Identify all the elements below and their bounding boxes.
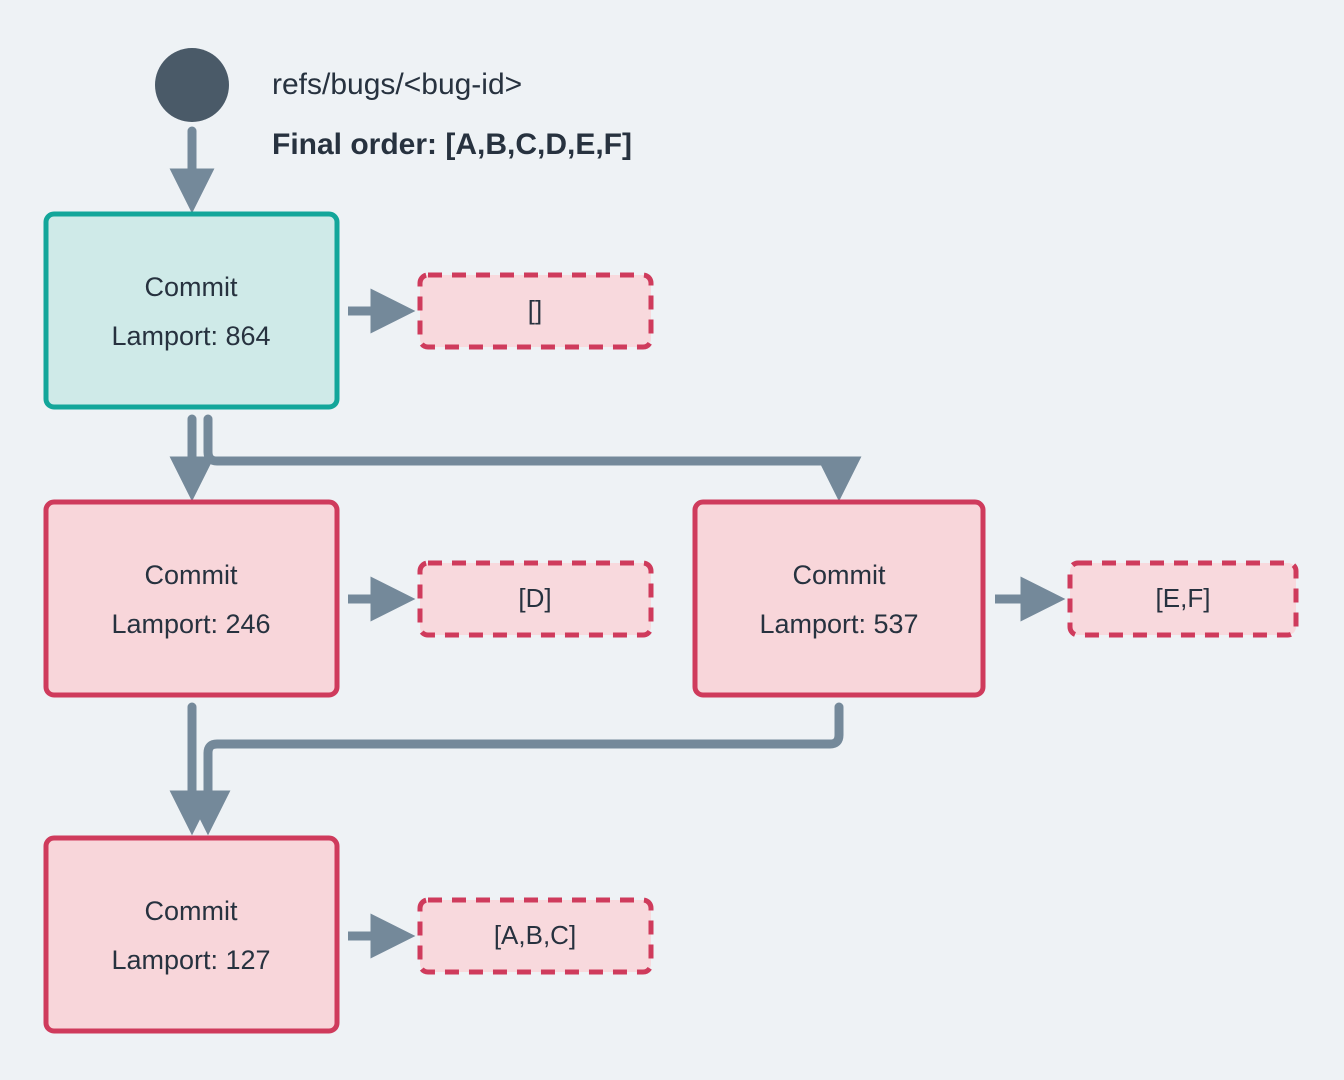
final-order-label: Final order: [A,B,C,D,E,F] xyxy=(272,128,632,161)
commit-864-line2: Lamport: 864 xyxy=(111,321,270,351)
commit-864-line1: Commit xyxy=(145,272,238,302)
pending-label-246: [D] xyxy=(518,583,551,613)
pending-box-246[interactable] xyxy=(417,560,654,638)
commit-537-line2: Lamport: 537 xyxy=(759,609,918,639)
pending-box-537[interactable] xyxy=(1067,560,1299,638)
commit-node-537[interactable] xyxy=(692,499,986,698)
commit-node-246[interactable] xyxy=(43,499,340,698)
commit-246-line2: Lamport: 246 xyxy=(111,609,270,639)
commit-127-line2: Lamport: 127 xyxy=(111,945,270,975)
commit-127-line1: Commit xyxy=(145,896,238,926)
commit-246-line1: Commit xyxy=(145,560,238,590)
pending-label-127: [A,B,C] xyxy=(494,920,576,950)
edge-commit-864-to-537 xyxy=(203,414,862,502)
root-ref-circle-icon xyxy=(155,48,229,122)
pending-box-127[interactable] xyxy=(417,897,654,975)
pending-box-864[interactable] xyxy=(417,272,654,350)
pending-label-537: [E,F] xyxy=(1156,583,1211,613)
commit-node-127[interactable] xyxy=(43,835,340,1034)
ref-path-label: refs/bugs/<bug-id> xyxy=(272,68,522,101)
commit-node-864[interactable] xyxy=(43,211,340,410)
commit-537-line1: Commit xyxy=(793,560,886,590)
pending-label-864: [] xyxy=(528,295,542,325)
edge-commit-537-to-127 xyxy=(185,702,844,836)
